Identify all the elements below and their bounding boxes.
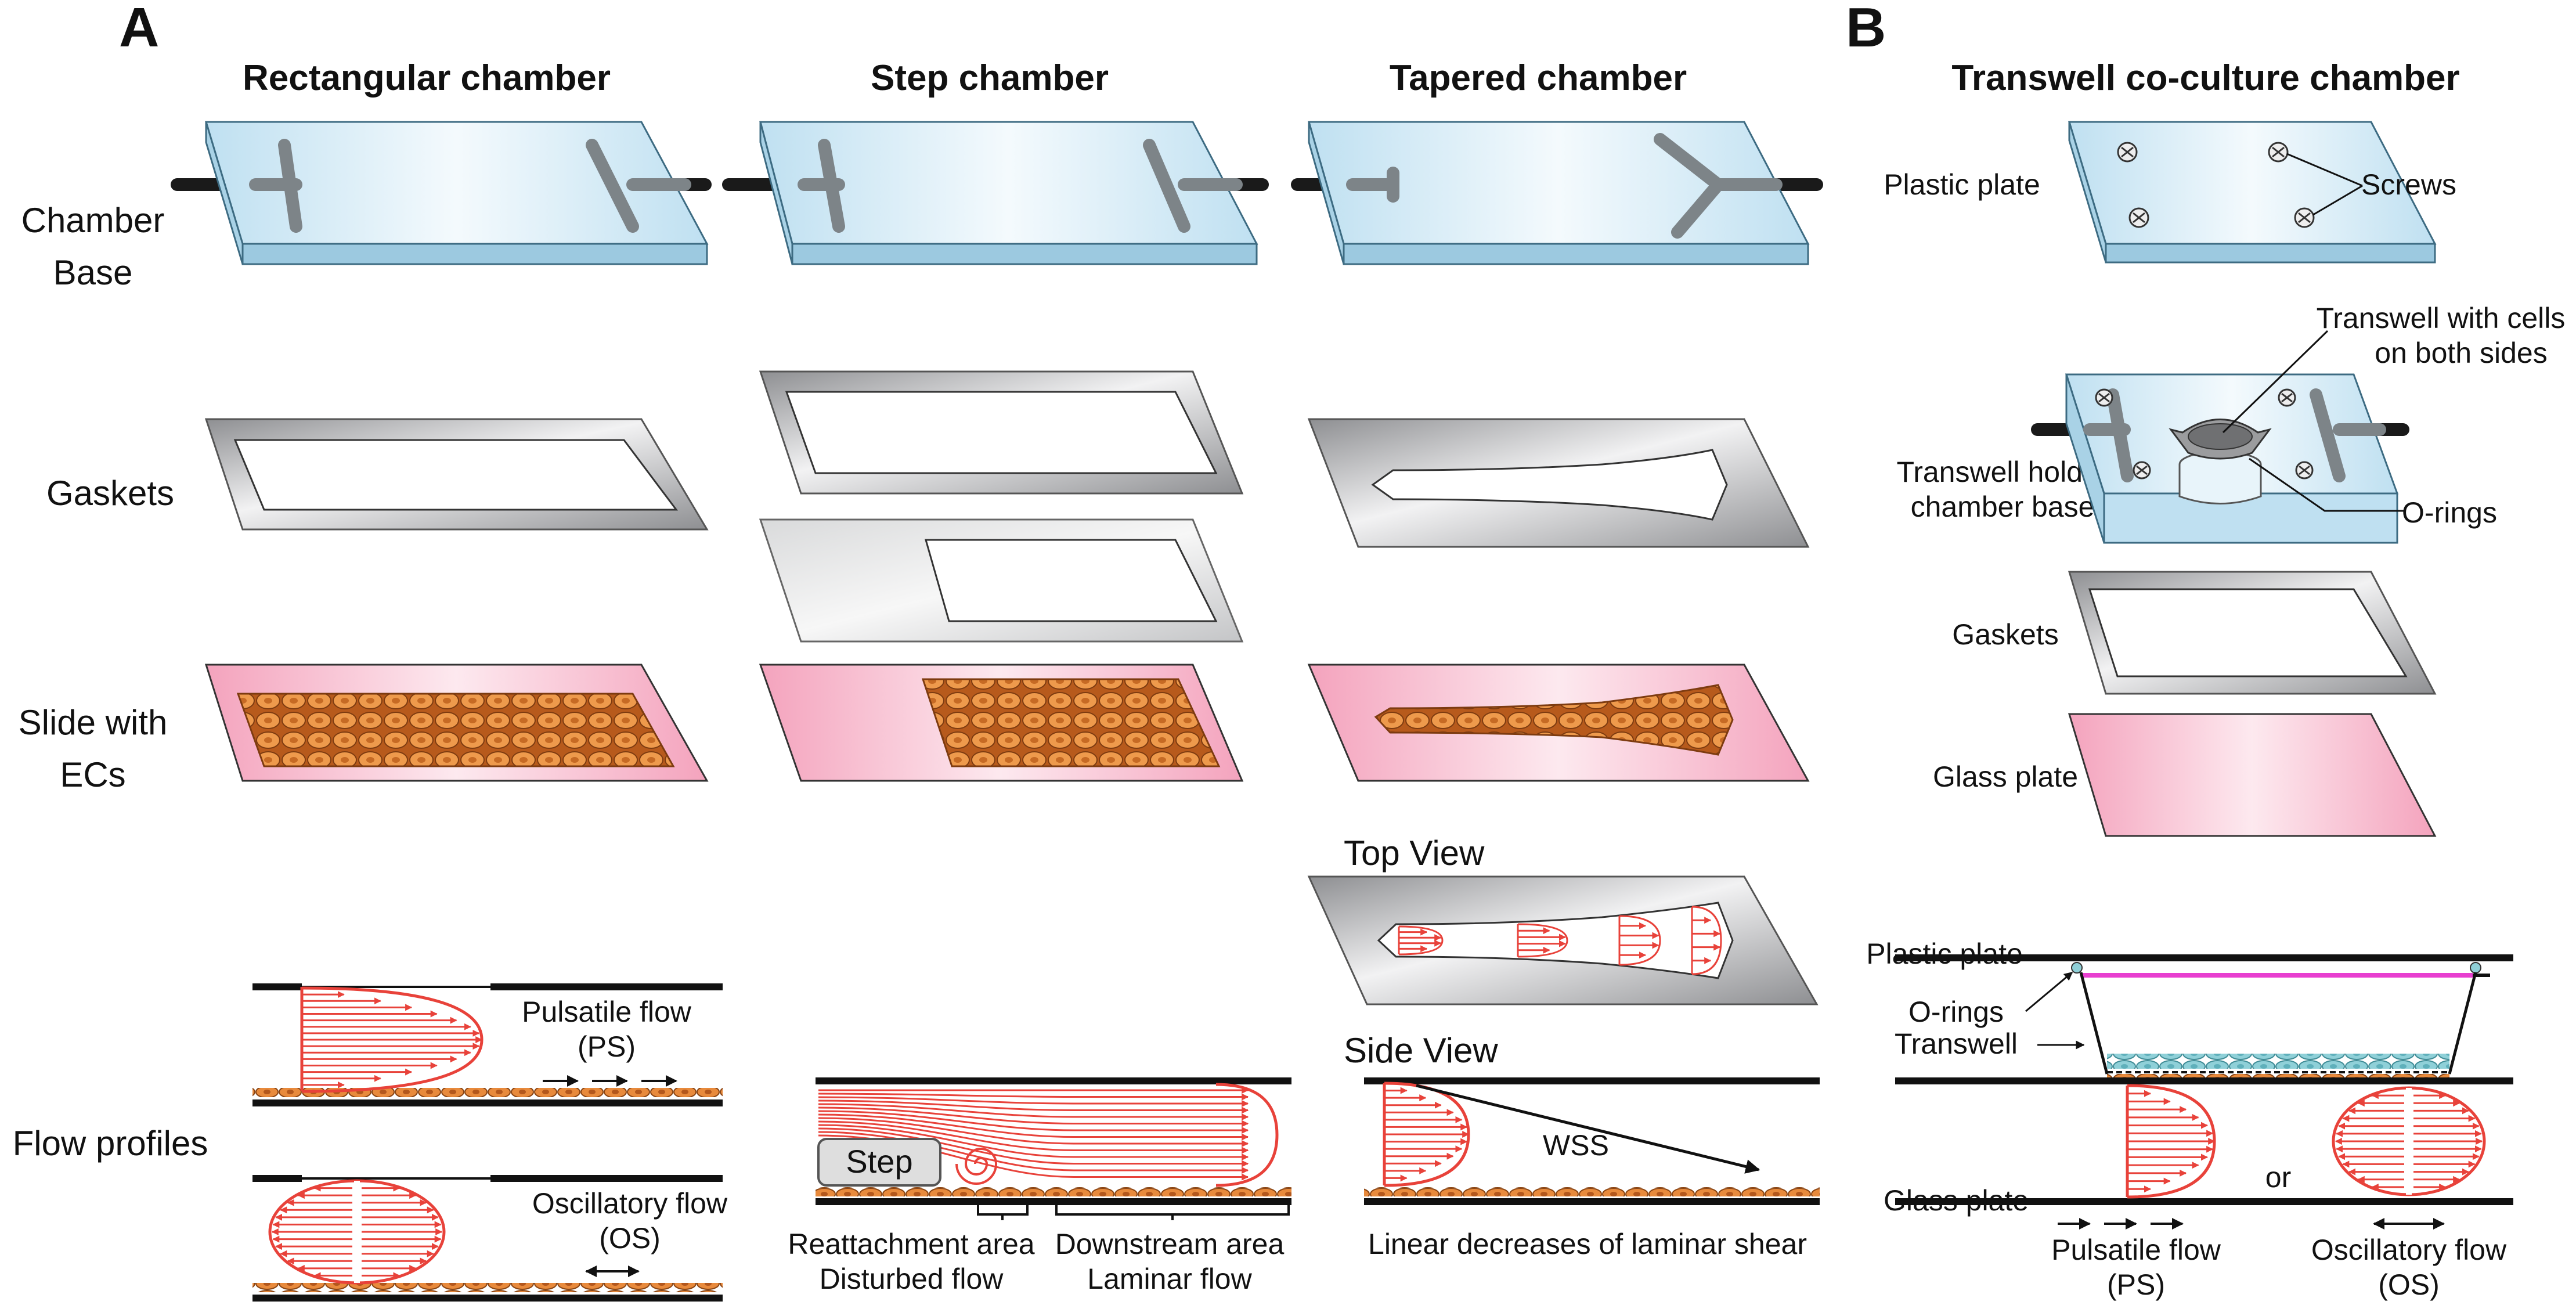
mini-profile <box>1618 915 1661 966</box>
rect-oscillatory-os: (OS) <box>599 1222 661 1254</box>
streamline <box>818 1110 1249 1134</box>
tw-sec-orings-label: O-rings <box>1908 996 2004 1028</box>
row-label-flow-profiles: Flow profiles <box>13 1124 208 1163</box>
tw-sec-glass-label: Glass plate <box>1884 1184 2029 1217</box>
rect-oscillatory-label: Oscillatory flow <box>532 1187 728 1220</box>
tw-sec-transwell-label: Transwell <box>1895 1028 2018 1060</box>
tapered-slide <box>1307 664 1810 782</box>
tw-cells-label-1: Transwell with cells <box>2317 302 2566 334</box>
tw-cross-section: Plastic plate O-rings Transwell Glass pl… <box>1866 938 2513 1301</box>
mini-profile <box>1398 925 1444 956</box>
rect-oscillatory-profile: Oscillatory flow (OS) <box>252 1175 728 1302</box>
row-label-gaskets: Gaskets <box>46 474 174 513</box>
panel-label-a: A <box>119 0 159 59</box>
tw-gaskets-label: Gaskets <box>1952 618 2058 651</box>
taper-wss-label: WSS <box>1543 1129 1609 1162</box>
step-chamber-base <box>722 121 1269 265</box>
tw-plastic-plate <box>2068 121 2437 264</box>
tw-holder-label-2: chamber base <box>1911 491 2095 523</box>
tapered-gasket <box>1307 418 1810 548</box>
step-block <box>817 1138 941 1187</box>
step-label: Step <box>846 1143 912 1180</box>
transwell-insert <box>2169 419 2272 504</box>
step-gasket-top <box>759 370 1244 495</box>
screw-icon <box>2278 388 2296 407</box>
streamline <box>818 1113 1249 1141</box>
screw-icon <box>2268 142 2289 163</box>
streamline <box>818 1127 1249 1167</box>
tw-glass-plate-label: Glass plate <box>1933 760 2078 793</box>
streamline <box>818 1120 1249 1154</box>
rect-pulsatile-ps: (PS) <box>578 1030 636 1063</box>
taper-linear-label: Linear decreases of laminar shear <box>1368 1228 1807 1260</box>
tw-orings-label: O-rings <box>2402 496 2497 529</box>
heading-rectangular-chamber: Rectangular chamber <box>243 58 611 98</box>
tapered-top-view <box>1307 875 1819 1005</box>
streamline <box>818 1103 1249 1120</box>
mini-profile <box>1517 923 1568 958</box>
tw-plastic-plate-label: Plastic plate <box>1884 168 2040 201</box>
tw-cells-label-2: on both sides <box>2375 337 2547 369</box>
tw-pulsatile-label: Pulsatile flow <box>2051 1234 2221 1266</box>
tw-sec-plastic-label: Plastic plate <box>1866 938 2023 970</box>
screw-icon <box>2133 461 2151 480</box>
streamline <box>818 1124 1249 1160</box>
tw-holder-label-1: Transwell holder <box>1897 456 2109 488</box>
streamline <box>818 1096 1249 1107</box>
rect-chamber-base <box>171 121 712 265</box>
tw-pulsatile-ps: (PS) <box>2107 1268 2165 1301</box>
heading-step-chamber: Step chamber <box>871 58 1109 98</box>
screw-icon <box>2095 388 2113 407</box>
tapered-chamber-base <box>1291 121 1823 265</box>
step-gasket-bottom <box>759 518 1244 643</box>
rect-pulsatile-label: Pulsatile flow <box>522 996 692 1028</box>
row-label-ecs: ECs <box>60 755 125 794</box>
screw-icon <box>2117 142 2138 163</box>
screw-icon <box>2294 207 2315 228</box>
heading-transwell-chamber: Transwell co-culture chamber <box>1951 58 2459 98</box>
streamline <box>818 1106 1249 1127</box>
step-slide <box>759 664 1244 782</box>
tw-or-label: or <box>2265 1161 2291 1194</box>
heading-tapered-chamber: Tapered chamber <box>1390 58 1687 98</box>
row-label-base: Base <box>53 253 133 292</box>
rect-gasket <box>204 418 709 531</box>
streamline <box>818 1099 1249 1114</box>
streamline <box>818 1131 1249 1174</box>
tw-glass-plate <box>2068 713 2437 837</box>
mini-profile <box>1691 906 1722 975</box>
tw-oscillatory-os: (OS) <box>2378 1268 2440 1301</box>
panel-label-b: B <box>1846 0 1886 59</box>
tw-gasket <box>2068 571 2437 695</box>
step-disturbed-label: Disturbed flow <box>820 1263 1004 1295</box>
taper-top-view-label: Top View <box>1344 834 1485 873</box>
step-flow-profile: Step Reattachment area Disturbed flow Do… <box>788 1077 1291 1295</box>
step-laminar-label: Laminar flow <box>1087 1263 1252 1295</box>
step-downstream-label: Downstream area <box>1055 1228 1285 1260</box>
rect-slide <box>204 664 709 782</box>
streamline <box>818 1117 1249 1147</box>
screw-icon <box>2128 207 2149 228</box>
row-label-chamber: Chamber <box>21 201 165 240</box>
step-reattachment-label: Reattachment area <box>788 1228 1034 1260</box>
tw-holder-chamber-base <box>2031 330 2409 544</box>
streamline <box>818 1093 1249 1101</box>
tw-oscillatory-label: Oscillatory flow <box>2311 1234 2507 1266</box>
rect-pulsatile-profile: Pulsatile flow (PS) <box>252 983 723 1106</box>
row-label-slide: Slide with <box>19 703 168 742</box>
screw-icon <box>2295 461 2314 480</box>
taper-side-view-label: Side View <box>1344 1031 1498 1070</box>
tw-screws-label: Screws <box>2361 168 2456 201</box>
tapered-side-view: WSS Linear decreases of laminar shear <box>1364 1077 1820 1260</box>
